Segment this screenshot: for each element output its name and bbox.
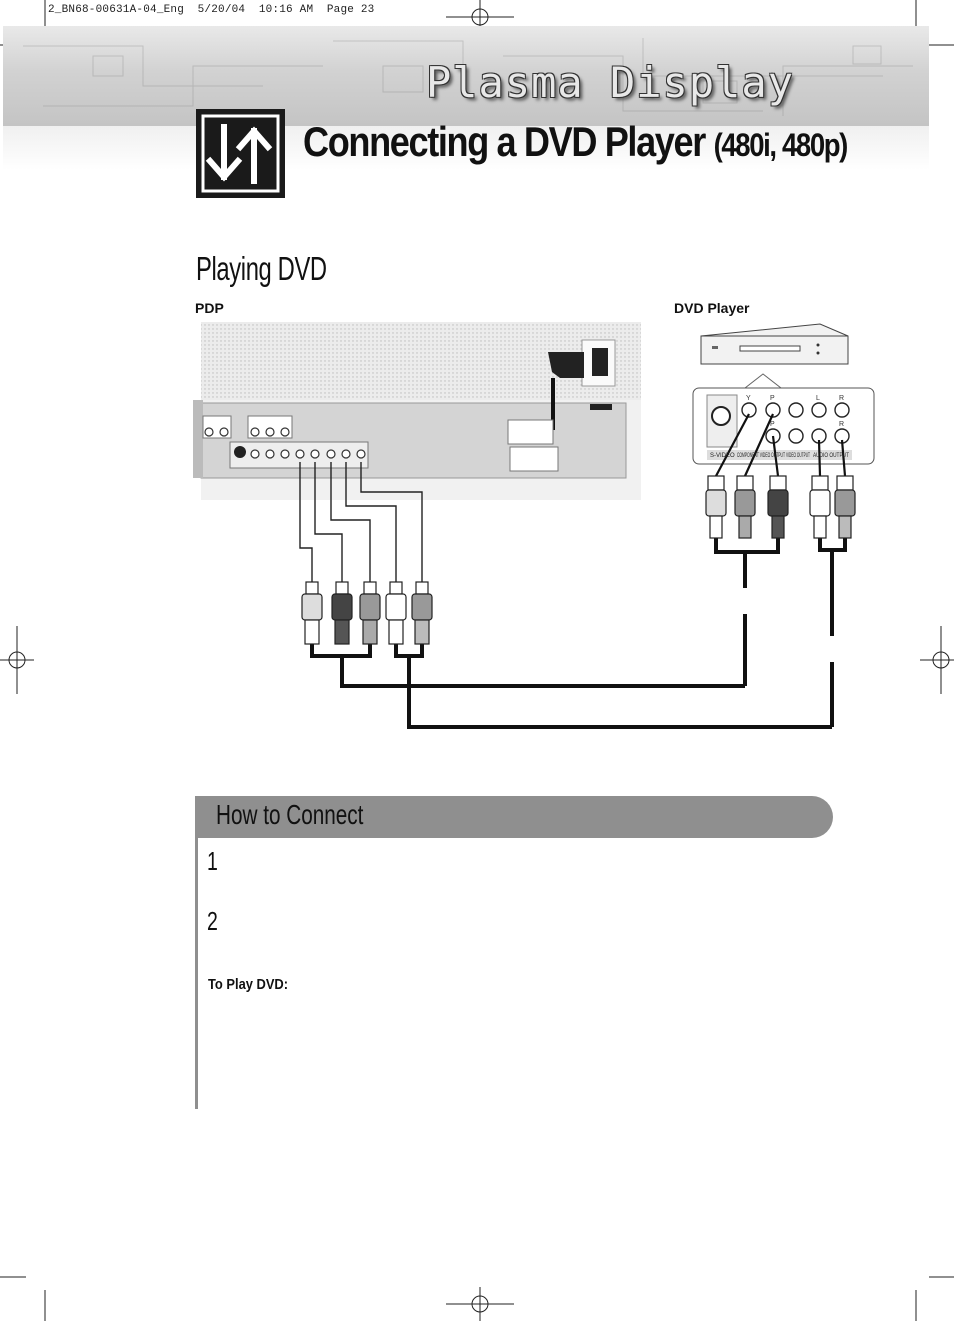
jack-label-pr: P (770, 421, 775, 428)
section-label-audio: AUDIO OUTPUT (813, 453, 849, 459)
diagram-heading: Playing DVD (196, 250, 327, 287)
pdp-panel (193, 322, 641, 500)
connection-diagram: Y P P L R R S-VIDEO COMPONENT VIDEO OUTP… (193, 322, 875, 729)
section-label-component: COMPONENT VIDEO OUTPUT (737, 453, 785, 459)
page-title-main: Connecting a DVD Player (303, 118, 706, 165)
jack-label-l: L (816, 395, 820, 402)
section-rule (195, 838, 198, 1109)
connection-icon (196, 109, 285, 198)
pdp-label: PDP (195, 300, 224, 316)
jack-label-pb: P (770, 395, 775, 402)
section-title: Plasma Display (425, 58, 794, 107)
dvd-side-plugs (705, 475, 856, 539)
section-label-svideo: S-VIDEO (710, 453, 735, 459)
print-slug: 2_BN68-00631A-04_Eng 5/20/04 10:16 AM Pa… (48, 4, 375, 16)
jack-label-y: Y (746, 395, 751, 402)
pdp-side-plugs (301, 581, 433, 645)
step-2-number: 2 (207, 906, 218, 936)
jack-label-r: R (839, 395, 844, 402)
to-play-dvd-label: To Play DVD: (208, 976, 289, 993)
how-to-connect-bar (195, 796, 833, 838)
step-1-number: 1 (207, 846, 218, 876)
page-title-suffix: (480i, 480p) (713, 127, 849, 163)
section-label-video: VIDEO OUTPUT (786, 453, 810, 459)
jack-label-r2: R (839, 421, 844, 428)
circuit-pattern (23, 38, 913, 116)
dvd-player-label: DVD Player (674, 300, 750, 316)
how-to-connect-title: How to Connect (216, 799, 364, 830)
banner-fade (3, 126, 929, 170)
page-title: Connecting a DVD Player (480i, 480p) (303, 118, 849, 166)
dvd-player (692, 323, 875, 465)
header-banner (3, 26, 929, 126)
